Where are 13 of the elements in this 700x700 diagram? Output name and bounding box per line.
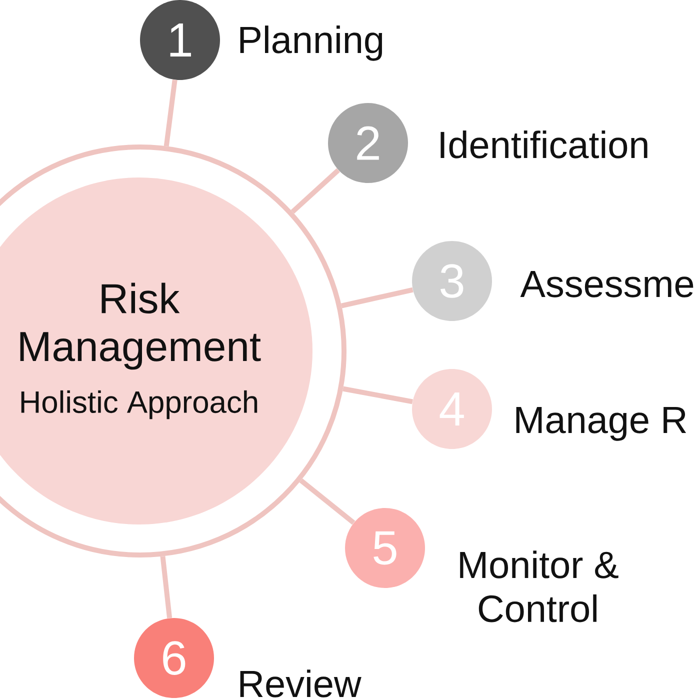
connector-line [160,556,172,618]
outer-ring [0,144,346,558]
step-label: Review [240,670,362,698]
connector-line [290,168,340,214]
step-label: Assessme [520,270,694,298]
step-label: Monitor & Control [460,550,618,622]
step-label: Planning [240,26,382,61]
step-label: Manage R [516,406,686,441]
connector-line [340,287,414,308]
connector-line [299,478,356,525]
step-label: Identification [440,130,648,158]
connector-line [342,386,413,404]
connector-line [164,80,178,147]
